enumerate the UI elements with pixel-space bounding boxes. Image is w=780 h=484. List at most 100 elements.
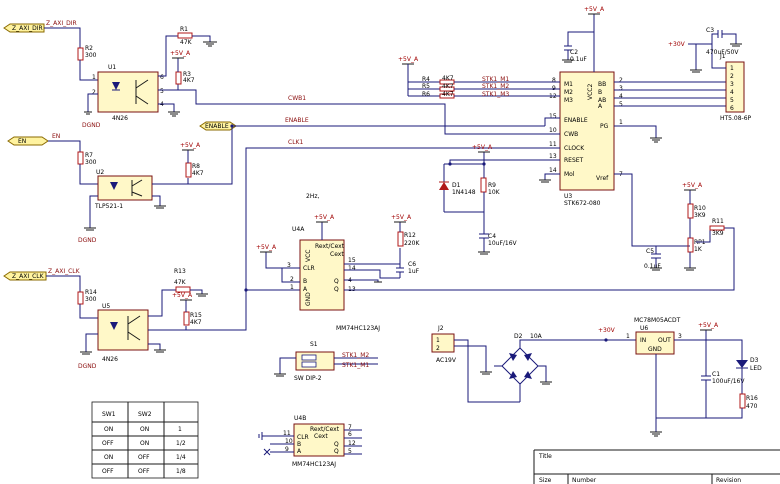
power-label: +30V [598,327,616,334]
diode-d1 [439,182,449,190]
power-label: +5V_A [472,144,493,151]
dip-switch-s1[interactable]: S1 SW DIP-2 STK1_M2 STK1_M1 [274,341,378,382]
table-cell: OFF [138,468,150,475]
value-label: 470 [746,403,758,410]
number-label: Number [572,477,597,484]
pin-label: GND [305,292,312,306]
ref-label: C1 [712,371,720,378]
svg-text:1: 1 [92,74,96,81]
optocoupler-u2 [97,175,153,201]
potentiometer-rp1 [687,237,694,253]
svg-text:4: 4 [619,93,623,100]
power-label: +30V [668,41,686,48]
svg-text:3: 3 [678,333,682,340]
net-label: STK1_M1 [342,362,369,369]
pin-label: BB [598,81,606,88]
pin-label: ENABLE [564,117,588,124]
value-label: 47K [180,39,193,46]
table-cell: 1 [178,426,182,433]
net-label: STK1_M1 [482,76,509,83]
title-label: Title [538,453,552,460]
svg-text:2: 2 [730,73,734,80]
svg-text:1: 1 [730,65,734,72]
net-label: STK1_M3 [482,91,509,98]
svg-text:10: 10 [285,438,293,445]
pin-label: AB [598,97,606,104]
part-label: HT5.08-6P [720,115,752,122]
svg-text:14: 14 [549,167,557,174]
pin-label: Q [334,441,339,448]
net-label: STK1_M2 [482,83,509,90]
resistor-r14 [77,291,84,305]
resistor-network-r4-r6: +5V_A R4 R5 R6 4K7 4K7 4K7 STK1_M1 STK1_… [398,56,560,99]
net-label: EN [52,133,60,140]
svg-text:1: 1 [290,284,294,291]
svg-text:3: 3 [619,85,623,92]
ref-label: R4 [422,76,430,83]
pin-label: VCC2 [587,84,594,100]
svg-text:12: 12 [348,440,356,447]
svg-text:5: 5 [160,88,164,95]
svg-text:6: 6 [348,431,352,438]
svg-text:5: 5 [730,97,734,104]
net-label: Z_AXI_DIR [46,20,77,27]
part-label: STK672-080 [564,200,601,207]
svg-text:1: 1 [436,337,440,344]
port-z-axi-dir[interactable]: Z_AXI_DIR [3,23,45,33]
pin-label: Q [334,448,339,455]
pin-label: Q [334,278,339,285]
microstep-table: SW1 SW2 ON ON 1 OFF ON 1/2 ON OFF 1/4 OF… [91,401,199,479]
part-label: SW DIP-2 [294,375,322,382]
pin-label: Cext [330,251,344,258]
table-cell: ON [140,426,149,433]
ref-label: R11 [712,218,724,225]
port-z-axi-clk[interactable]: Z_AXI_CLK [3,271,47,281]
part-label: MM74HC123AJ [336,325,380,332]
value-label: 4K7 [192,170,204,177]
pin-label: RESET [564,157,584,164]
led-icon [110,182,118,190]
table-cell: 1/4 [176,454,186,461]
connector-j1[interactable]: J1 123 456 HT5.08-6P +30V C3 470uF/50V [668,27,752,122]
port-label: EN [18,138,26,145]
reset-network: +5V_A D1 1N4148 R9 10K C4 10uF/16V [439,144,518,255]
value-label: 1uF [408,268,420,275]
table-cell: ON [140,440,149,447]
ref-label: R2 [85,45,93,52]
svg-text:2: 2 [619,77,623,84]
svg-text:5: 5 [619,101,623,108]
pin-label: Rext/Cext [315,243,345,250]
svg-text:14: 14 [348,265,356,272]
pin-label: A [598,103,603,110]
port-label: Z_AXI_DIR [12,25,43,32]
table-cell: 1/2 [176,440,186,447]
ref-label: R6 [422,91,430,98]
resistor-r7 [77,151,84,165]
svg-text:15: 15 [348,257,356,264]
pin-label: M3 [564,97,573,104]
ground-label: DGND [78,237,97,244]
value-label: 1N4148 [452,189,476,196]
value-label: 4K7 [442,91,454,98]
resistor-r8 [185,162,192,178]
pin-label: Mol [564,171,575,178]
svg-text:1: 1 [626,333,630,340]
power-label: +5V_A [172,292,193,299]
value-label: 3K9 [694,212,706,219]
ref-label: R13 [174,268,186,275]
vref-divider: C5 0.1uF RP1 1K R10 3K9 +5V_A R11 3K9 [614,173,725,271]
ref-label: U3 [564,193,572,200]
resistor-r15 [183,311,190,326]
part-label: TLP521-1 [94,203,123,210]
resistor-r16 [739,393,746,409]
ref-label: U4A [292,226,305,233]
resistor-r12 [397,231,404,247]
connector-j2 [431,333,455,353]
value-label: 10uF/16V [488,240,518,247]
power-supply: J2 12 AC19V D2 10A +30V MC78M05ACDT U6 I… [431,317,762,437]
ref-label: R10 [694,205,706,212]
port-en[interactable]: EN [7,136,49,146]
ref-label: U2 [96,169,104,176]
ic-u4a [299,239,345,311]
revision-label: Revision [716,477,741,484]
